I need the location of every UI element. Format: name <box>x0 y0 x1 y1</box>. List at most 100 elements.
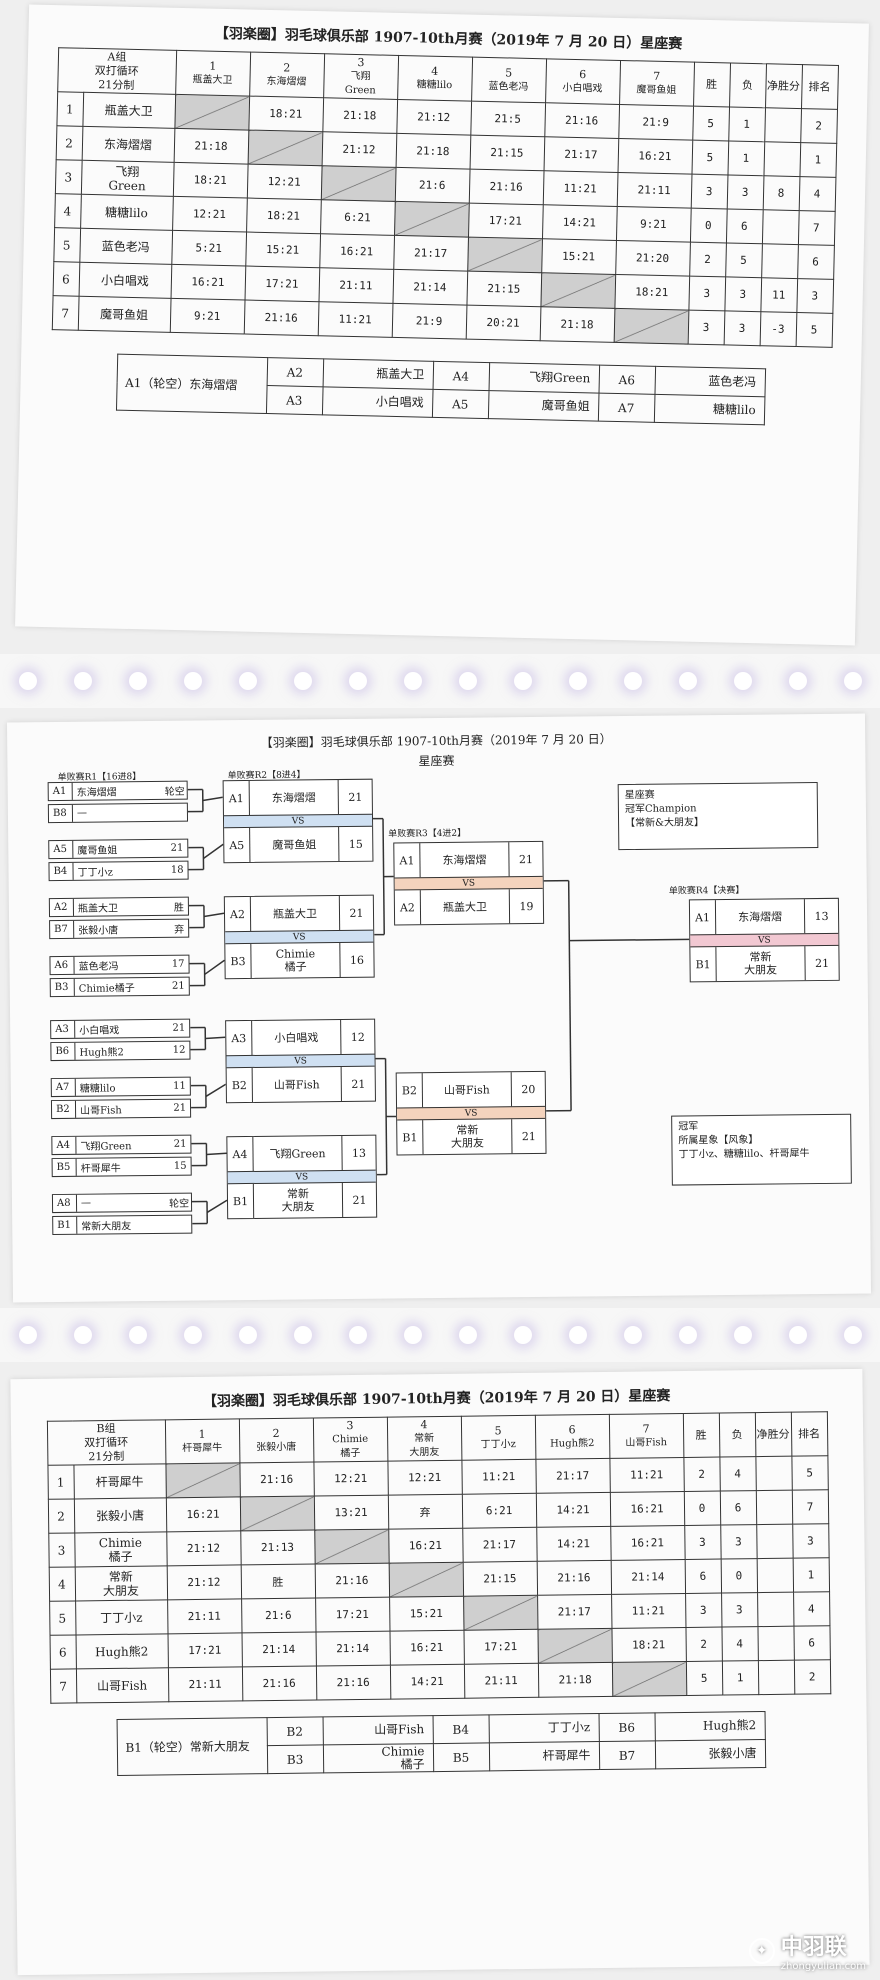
stat-cell <box>756 1524 793 1559</box>
seed: A2 <box>49 898 75 917</box>
score-cell: 16:21 <box>609 1491 685 1527</box>
dot-icon <box>73 1326 92 1344</box>
player: 东海熠熠 <box>271 790 316 805</box>
score-cell: 16:21 <box>617 138 693 175</box>
dot-icon <box>678 672 697 690</box>
stat-cell: 2 <box>683 1457 720 1492</box>
row-index: 5 <box>53 227 81 263</box>
score-cell: 17:21 <box>244 266 320 302</box>
score-cell: 21:20 <box>615 240 690 277</box>
group-b-sheet: 【羽楽圈】羽毛球俱乐部 1907-10th月赛（2019年 7 月 20 日）星… <box>10 1368 870 1976</box>
bracket-panel: 【羽楽圈】羽毛球俱乐部 1907-10th月赛（2019年 7 月 20 日） … <box>0 708 880 1308</box>
score-cell: 21:9 <box>391 303 467 340</box>
column-number: 3 <box>346 1418 354 1432</box>
column-player: 张毅小唐 <box>256 1441 297 1453</box>
seed: A3 <box>51 1020 76 1039</box>
corner-cell: B组 双打循环 21分制 <box>46 1419 166 1466</box>
stat-header: 胜 <box>682 1413 720 1458</box>
score-cell: 21:16 <box>314 1563 390 1599</box>
score-cell: 21:5 <box>470 101 546 137</box>
player: 魔哥鱼姐 <box>272 837 317 852</box>
slot-player: Hugh熊2 <box>654 1711 765 1741</box>
score-cell: 21:18 <box>395 133 471 170</box>
separator-dots <box>0 1308 880 1362</box>
score-cell: 18:21 <box>172 162 248 199</box>
dot-icon <box>513 672 532 690</box>
row-player: 糖糖lilo <box>80 194 173 231</box>
dot-icon <box>568 672 587 690</box>
stat-cell: 11 <box>760 277 798 313</box>
player: 瓶盖大卫 <box>77 903 119 915</box>
dot-icon <box>128 672 147 690</box>
row-index: 1 <box>47 1464 74 1500</box>
stat-header: 净胜分 <box>765 63 803 109</box>
diagonal-cell <box>239 1496 315 1531</box>
player: 山哥Fish <box>80 1105 122 1117</box>
slot-label: A7 <box>597 393 655 423</box>
column-number: 1 <box>198 1427 206 1441</box>
dot-icon <box>788 672 807 690</box>
score-cell: 胜 <box>240 1564 316 1599</box>
seed: B1 <box>690 947 717 982</box>
dot-icon <box>18 672 37 690</box>
r1-row: A8—轮空 <box>52 1194 191 1213</box>
score-cell: 14:21 <box>389 1664 465 1700</box>
slot-label: B2 <box>266 1716 323 1746</box>
score: 21 <box>172 1022 186 1034</box>
score-cell: 16:21 <box>389 1630 464 1666</box>
row-index: 1 <box>56 91 84 127</box>
zodiac-note: 冠军 所属星象【风象】 丁丁小z、糖糖lilo、杆哥犀牛 <box>671 1113 852 1186</box>
score-cell: 16:21 <box>388 1528 463 1564</box>
score-cell: 21:18 <box>173 128 249 165</box>
score-cell: 6:21 <box>461 1493 537 1529</box>
player: 小白唱戏 <box>274 1030 319 1045</box>
dot-icon <box>238 672 257 690</box>
stat-cell: 4 <box>719 1456 756 1492</box>
score-cell: 15:21 <box>245 232 321 268</box>
seed: A8 <box>52 1194 78 1213</box>
score-cell: 21:14 <box>610 1559 686 1595</box>
slot-label: B3 <box>266 1744 324 1774</box>
seed: B5 <box>52 1158 77 1177</box>
stat-cell: 3 <box>721 1592 758 1628</box>
diagonal-cell <box>174 94 250 131</box>
score-cell: 21:12 <box>396 99 472 136</box>
logo-url: zhongyulian.com <box>780 1961 866 1972</box>
stat-cell: 4 <box>798 176 836 212</box>
stat-cell: 8 <box>762 175 800 211</box>
seed: A4 <box>52 1136 77 1155</box>
seed: A7 <box>51 1078 76 1097</box>
dot-icon <box>348 672 367 690</box>
stat-cell: 0 <box>683 1491 721 1526</box>
player: 瓶盖大卫 <box>272 906 318 921</box>
stat-cell: 6 <box>793 1625 830 1661</box>
champion-note: 星座赛 冠军Champion 【常新&大朋友】 <box>617 782 819 851</box>
slot-player: 杆哥犀牛 <box>488 1741 600 1771</box>
bracket-lines <box>187 788 690 1225</box>
score: 16 <box>339 942 374 978</box>
row-player: 山哥Fish <box>75 1667 169 1703</box>
score: 12 <box>340 1019 375 1055</box>
dot-icon <box>293 672 312 690</box>
slot-label: B6 <box>598 1712 655 1742</box>
